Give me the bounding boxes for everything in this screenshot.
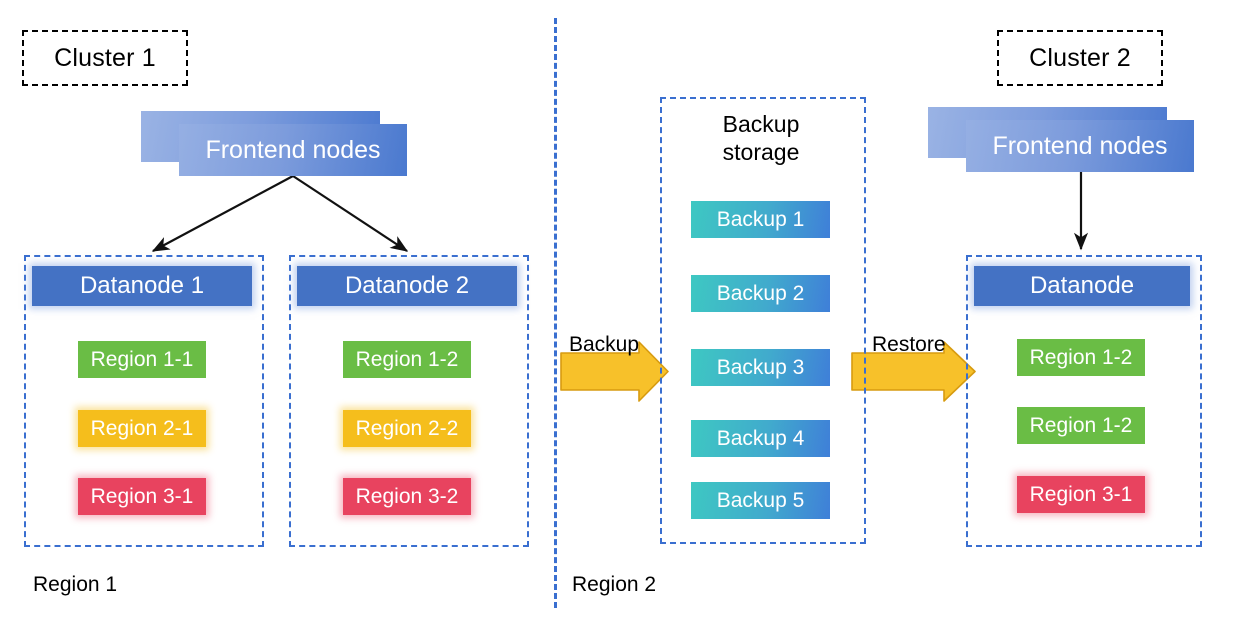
datanode-2-container [289,255,529,547]
datanode-c2-title: Datanode [1029,272,1135,299]
backup-item-4[interactable]: Backup 4 [691,420,830,457]
arrow-frontend-to-datanode-1 [151,175,294,252]
backup-item-label: Backup 4 [716,426,805,450]
datanode-1-header[interactable]: Datanode 1 [32,266,252,306]
region-2-label: Region 2 [572,573,657,596]
frontend-nodes-label-c2: Frontend nodes [992,131,1168,160]
restore-arrow-label: Restore [872,333,946,356]
backup-item-2[interactable]: Backup 2 [691,275,830,312]
backup-item-5[interactable]: Backup 5 [691,482,830,519]
backup-item-1[interactable]: Backup 1 [691,201,830,238]
region-chip-3-1[interactable]: Region 3-1 [78,478,206,515]
backup-storage-title-line-1: Backup [722,111,800,137]
datanode-1-title: Datanode 1 [79,272,205,299]
region-chip-1-2[interactable]: Region 1-2 [343,341,471,378]
datanode-1-container [24,255,264,547]
cluster-1-label-box: Cluster 1 [22,30,188,86]
backup-item-label: Backup 3 [716,355,805,379]
region-chip-1-1[interactable]: Region 1-1 [78,341,206,378]
region-chip-c2-2[interactable]: Region 1-2 [1017,407,1145,444]
cluster-1-label: Cluster 1 [54,43,156,72]
region-chip-label: Region 1-2 [1029,345,1133,369]
backup-storage-title: Backup storage [660,110,862,166]
region-chip-2-1[interactable]: Region 2-1 [78,410,206,447]
arrow-frontend-to-datanode-2 [292,175,409,252]
backup-item-3[interactable]: Backup 3 [691,349,830,386]
region-chip-2-2[interactable]: Region 2-2 [343,410,471,447]
region-chip-3-2[interactable]: Region 3-2 [343,478,471,515]
region-divider [554,18,557,608]
region-chip-label: Region 1-1 [90,347,194,371]
datanode-c2-header[interactable]: Datanode [974,266,1190,306]
backup-item-label: Backup 2 [716,281,805,305]
region-chip-label: Region 3-1 [1029,482,1133,506]
region-1-label: Region 1 [33,573,118,596]
datanode-c2-container [966,255,1202,547]
backup-item-label: Backup 5 [716,488,805,512]
region-chip-label: Region 2-2 [355,416,459,440]
backup-arrow-label: Backup [569,333,640,356]
region-chip-label: Region 2-1 [90,416,194,440]
backup-storage-title-line-2: storage [722,139,800,166]
cluster-2-label: Cluster 2 [1029,43,1131,72]
frontend-nodes-front-card-c1[interactable]: Frontend nodes [179,124,407,176]
region-chip-label: Region 1-2 [1029,413,1133,437]
region-chip-label: Region 1-2 [355,347,459,371]
backup-storage-container [660,97,866,544]
region-chip-c2-1[interactable]: Region 1-2 [1017,339,1145,376]
backup-item-label: Backup 1 [716,207,805,231]
datanode-2-title: Datanode 2 [344,272,470,299]
datanode-2-header[interactable]: Datanode 2 [297,266,517,306]
region-chip-c2-3[interactable]: Region 3-1 [1017,476,1145,513]
cluster-2-label-box: Cluster 2 [997,30,1163,86]
region-chip-label: Region 3-2 [355,484,459,508]
frontend-nodes-label-c1: Frontend nodes [205,135,381,164]
region-chip-label: Region 3-1 [90,484,194,508]
frontend-nodes-front-card-c2[interactable]: Frontend nodes [966,120,1194,172]
